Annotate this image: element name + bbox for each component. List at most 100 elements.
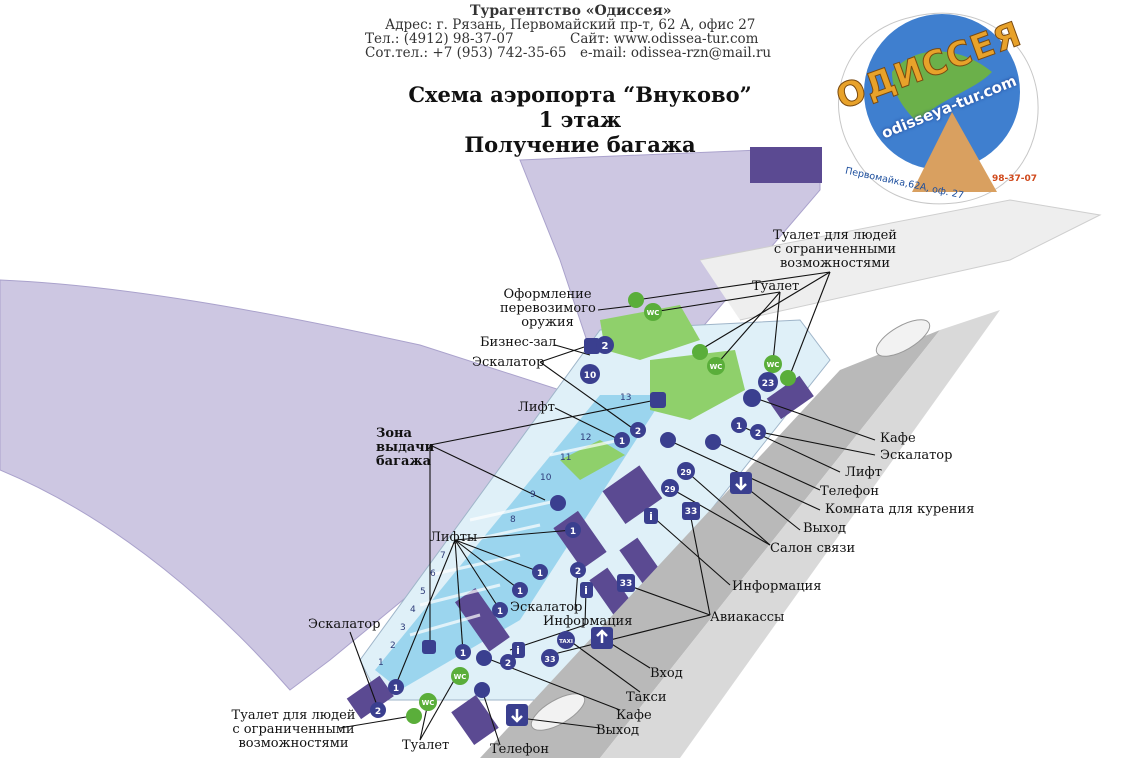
label-phone-right: Телефон: [820, 484, 879, 499]
carousel-number: 5: [420, 587, 426, 597]
label-toilet-disabled-bottom: Туалет для людей с ограниченными возможн…: [231, 708, 356, 751]
label-smoking-room: Комната для курения: [825, 502, 975, 517]
label-cafe-right: Кафе: [880, 431, 916, 446]
label-toilet-disabled-top: Туалет для людей с ограниченными возможн…: [773, 228, 897, 271]
escalator-icon: [570, 562, 586, 578]
car-top: [875, 319, 931, 357]
carousel-number: 9: [530, 490, 536, 500]
svg-text:1: 1: [497, 607, 503, 617]
baggage-icon: [650, 392, 666, 408]
svg-text:2: 2: [505, 659, 511, 669]
svg-text:WC: WC: [454, 673, 467, 681]
escalator-icon: [500, 654, 516, 670]
logo-phone: 98-37-07: [992, 174, 1038, 184]
svg-text:2: 2: [602, 341, 609, 352]
svg-text:1: 1: [517, 587, 523, 597]
green-zone-a: [600, 305, 700, 360]
svg-text:2: 2: [575, 567, 581, 577]
svg-text:1: 1: [619, 437, 625, 447]
road: [480, 330, 940, 758]
odisseya-logo[interactable]: ОДИССЕЯ odisseya-tur.com Первомайка,62А,…: [822, 2, 1050, 214]
svg-text:1: 1: [460, 649, 466, 659]
info-sign-icon: [758, 372, 778, 392]
carousel-number-group: 1 2 3 4 5 6 7 8 9 10 11 12 13: [378, 393, 631, 668]
baggage-icon: [550, 495, 566, 511]
svg-text:i: i: [649, 510, 653, 523]
label-lifts: Лифты: [430, 530, 478, 545]
road-edge: [600, 310, 1000, 758]
svg-text:WC: WC: [710, 363, 723, 371]
svg-text:2: 2: [375, 707, 381, 717]
label-toilet-top: Туалет: [752, 279, 800, 294]
corridor-end-block: [750, 147, 822, 183]
svg-text:29: 29: [680, 468, 692, 477]
wc-icon: [644, 303, 662, 321]
map-subtitle: Получение багажа: [464, 132, 696, 157]
svg-text:2: 2: [635, 427, 641, 437]
label-business-lounge: Бизнес-зал: [480, 335, 557, 350]
svg-text:33: 33: [620, 579, 633, 589]
label-comm-salon: Салон связи: [770, 541, 856, 556]
lift-icon: [388, 679, 404, 695]
agency-email[interactable]: e-mail: odissea-rzn@mail.ru: [580, 45, 772, 61]
smoking-icon: [705, 434, 721, 450]
disabled-icon: [406, 708, 422, 724]
label-ticket-office: Авиакассы: [710, 610, 785, 625]
label-cafe-bottom: Кафе: [616, 708, 652, 723]
svg-text:1: 1: [570, 527, 576, 537]
lift-icon: [614, 432, 630, 448]
lift-icon: [731, 417, 747, 433]
carousel-number: 4: [410, 605, 416, 615]
agency-site[interactable]: Сайт: www.odissea-tur.com: [570, 31, 759, 47]
baggage-icon: [422, 640, 436, 654]
label-taxi: Такси: [626, 690, 667, 705]
label-escalator-left: Эскалатор: [308, 617, 381, 632]
svg-text:2: 2: [755, 429, 761, 439]
label-baggage-zone: Зона выдачи багажа: [376, 426, 435, 469]
carousel-number: 1: [378, 658, 384, 668]
svg-text:33: 33: [685, 507, 698, 517]
svg-text:10: 10: [584, 371, 597, 381]
svg-text:WC: WC: [647, 309, 660, 317]
ticket-icon: [541, 649, 559, 667]
business-lounge-icon: [580, 364, 600, 384]
carousel-number: 10: [540, 473, 552, 483]
label-exit-right: Выход: [803, 521, 847, 536]
label-entrance: Вход: [650, 666, 683, 681]
ticket-icon: [617, 574, 635, 592]
label-escalator-right: Эскалатор: [880, 448, 953, 463]
label-toilet-bottom: Туалет: [402, 738, 450, 753]
info-icon: [580, 582, 593, 598]
wc-icon: [451, 667, 469, 685]
leader-lines: [339, 271, 876, 746]
map-floor: 1 этаж: [538, 107, 622, 132]
carousel-number: 2: [390, 641, 396, 651]
carousel-number: 11: [560, 453, 571, 463]
info-icon: [512, 642, 525, 658]
carousel-number: 6: [430, 569, 436, 579]
label-exit-bottom: Выход: [596, 723, 640, 738]
lift-icon: [532, 564, 548, 580]
comm-icon: [677, 462, 695, 480]
lift-icon: [455, 644, 471, 660]
label-escalator-mid: Эскалатор: [510, 600, 583, 615]
label-escalator-top: Эскалатор: [472, 355, 545, 370]
label-phone-bottom: Телефон: [490, 742, 549, 757]
svg-text:WC: WC: [422, 699, 435, 707]
ticket-icon: [682, 502, 700, 520]
escalator-icon: [630, 422, 646, 438]
wc-icon: [419, 693, 437, 711]
taxi-icon: [557, 631, 575, 649]
escalator-icon: [750, 424, 766, 440]
weapons-icon: [584, 338, 600, 354]
svg-text:i: i: [516, 644, 520, 657]
label-info-mid: Информация: [543, 614, 633, 629]
svg-text:1: 1: [736, 422, 742, 432]
info-icon: [644, 508, 658, 524]
svg-text:1: 1: [537, 569, 543, 579]
lift-number-group: 111 111 11: [393, 422, 742, 694]
carousel-number: 8: [510, 515, 516, 525]
label-info-right: Информация: [732, 579, 822, 594]
lift-icon: [492, 602, 508, 618]
